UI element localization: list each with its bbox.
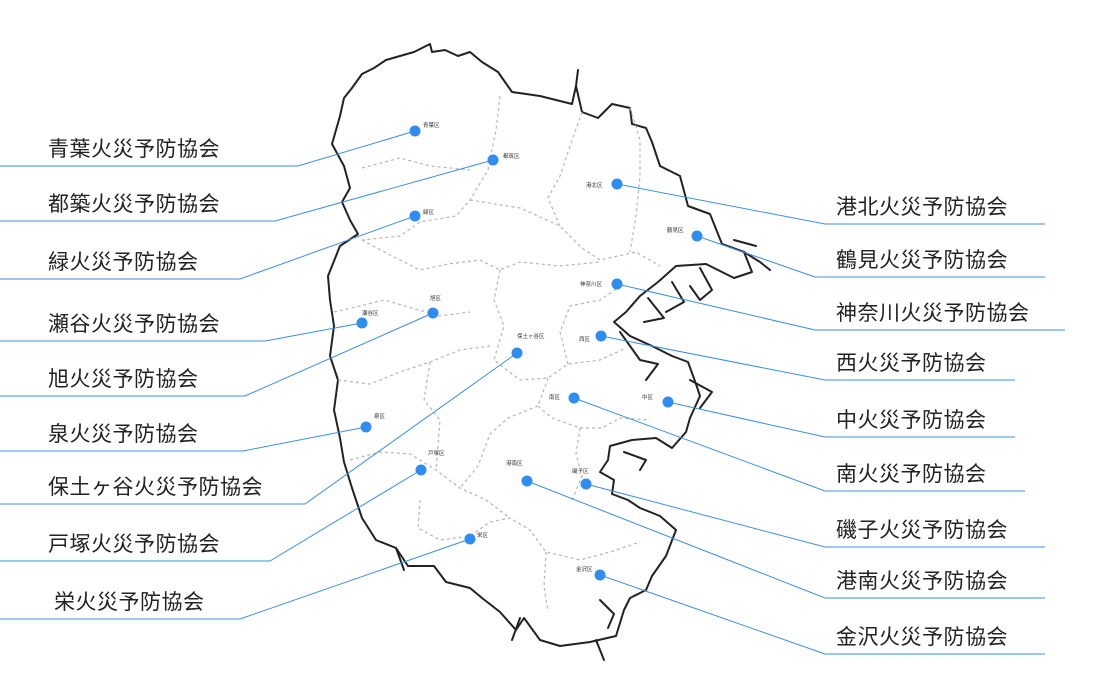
leader-minami [573,397,1025,492]
leader-tsuzuki [0,159,494,222]
city-outline [327,43,771,661]
ward-label-minami: 南区 [549,393,561,401]
ward-label-isogo: 磯子区 [572,467,589,475]
label-tsurumi-association[interactable]: 鶴見火災予防協会 [836,248,1008,272]
ward-label-kohoku: 港北区 [586,181,603,189]
label-midori-association[interactable]: 緑火災予防協会 [48,250,199,274]
ward-label-kanazawa: 金沢区 [576,565,593,573]
marker-totsuka[interactable] [415,464,427,476]
leader-nishi [600,335,1015,381]
marker-kanazawa[interactable] [594,569,606,581]
leader-hodogaya [0,352,518,505]
label-totsuka-association[interactable]: 戸塚火災予防協会 [48,532,220,556]
leader-izumi [0,426,367,452]
label-kanazawa-association[interactable]: 金沢火災予防協会 [836,625,1008,649]
label-izumi-association[interactable]: 泉火災予防協会 [48,422,199,446]
leader-naka [667,401,1015,438]
ward-label-midori: 緑区 [423,208,435,216]
label-sakae-association[interactable]: 栄火災予防協会 [54,590,205,614]
ward-borders [333,95,661,613]
label-hodogaya-association[interactable]: 保土ヶ谷火災予防協会 [48,475,263,499]
ward-label-tsuzuki: 都筑区 [503,152,520,160]
ward-name-labels: 青葉区 都筑区 緑区 瀬谷区 旭区 泉区 保土ヶ谷区 戸塚区 栄区 港北区 鶴見… [362,121,684,573]
label-tsuzuki-association[interactable]: 都築火災予防協会 [48,192,220,216]
marker-sakae[interactable] [464,533,476,545]
marker-kanagawa[interactable] [611,278,623,290]
marker-seya[interactable] [356,317,368,329]
ward-label-sakae: 栄区 [477,531,489,539]
label-naka-association[interactable]: 中火災予防協会 [836,408,987,432]
label-kanagawa-association[interactable]: 神奈川火災予防協会 [836,301,1030,325]
ward-label-naka: 中区 [642,393,654,401]
leader-asahi [0,312,434,397]
leader-kanagawa [616,283,1065,331]
leader-aoba [0,130,416,167]
marker-asahi[interactable] [427,307,439,319]
leader-sakae [0,538,471,620]
label-isogo-association[interactable]: 磯子火災予防協会 [836,518,1008,542]
label-aoba-association[interactable]: 青葉火災予防協会 [48,137,220,161]
ward-label-asahi: 旭区 [430,294,442,302]
ward-markers [356,125,703,581]
label-kohoku-association[interactable]: 港北火災予防協会 [836,195,1008,219]
leader-midori [0,215,416,280]
ward-label-hodogaya: 保土ヶ谷区 [517,332,545,340]
leader-seya [0,322,363,342]
ward-label-nishi: 西区 [579,336,591,343]
label-konan-association[interactable]: 港南火災予防協会 [836,569,1008,593]
leader-totsuka [0,469,422,562]
leader-tsurumi [696,235,1045,278]
label-minami-association[interactable]: 南火災予防協会 [836,462,987,486]
marker-aoba[interactable] [409,125,421,137]
marker-hodogaya[interactable] [511,347,523,359]
marker-naka[interactable] [662,396,674,408]
ward-label-seya: 瀬谷区 [362,309,379,317]
leader-kanazawa [599,574,1045,655]
leader-konan [526,480,1045,599]
ward-label-kanagawa: 神奈川区 [580,280,603,288]
ward-label-aoba: 青葉区 [423,121,440,129]
leader-lines [0,130,1065,655]
leader-isogo [585,483,1045,548]
label-nishi-association[interactable]: 西火災予防協会 [836,351,987,375]
label-asahi-association[interactable]: 旭火災予防協会 [48,367,199,391]
marker-izumi[interactable] [360,421,372,433]
label-seya-association[interactable]: 瀬谷火災予防協会 [48,312,220,336]
marker-minami[interactable] [568,392,580,404]
marker-nishi[interactable] [595,330,607,342]
ward-label-tsurumi: 鶴見区 [667,226,684,234]
ward-label-konan: 港南区 [506,459,523,467]
marker-konan[interactable] [521,475,533,487]
ward-label-izumi: 泉区 [374,412,386,420]
leader-kohoku [616,183,1045,225]
marker-isogo[interactable] [580,478,592,490]
marker-tsurumi[interactable] [691,230,703,242]
marker-tsuzuki[interactable] [487,154,499,166]
marker-midori[interactable] [409,210,421,222]
ward-label-totsuka: 戸塚区 [428,449,445,457]
marker-kohoku[interactable] [611,178,623,190]
